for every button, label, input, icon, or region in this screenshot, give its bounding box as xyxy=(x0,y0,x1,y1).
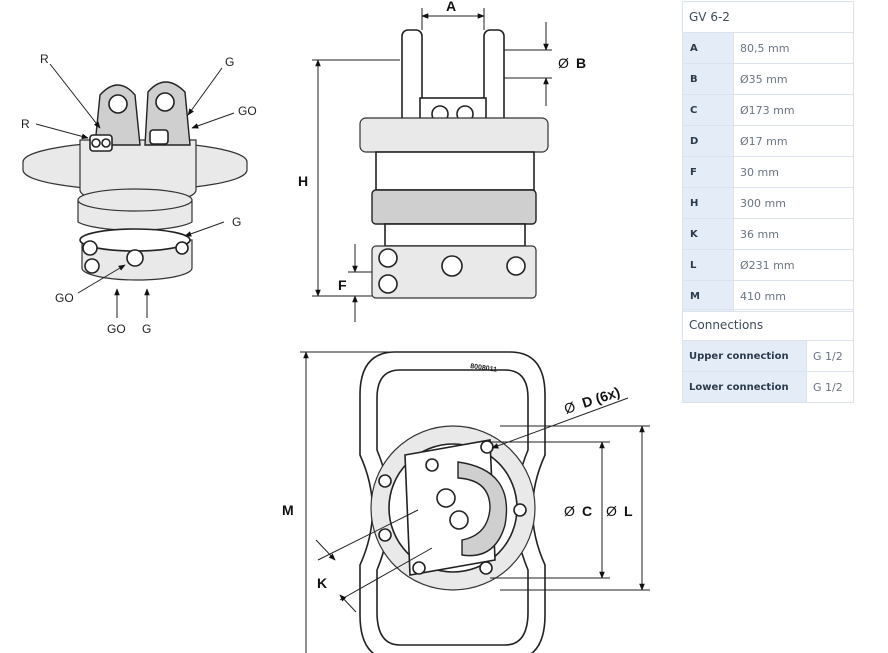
spec-key: D xyxy=(682,125,734,157)
spec-key: C xyxy=(682,94,734,126)
iso-label-r-left: R xyxy=(21,117,30,131)
connection-value: G 1/2 xyxy=(806,340,854,372)
iso-label-g-top: G xyxy=(225,55,234,69)
dim-c: C xyxy=(582,503,592,519)
iso-label-g-bottom: G xyxy=(142,322,151,336)
spec-key: L xyxy=(682,249,734,281)
dim-b: B xyxy=(576,55,586,71)
spec-value: 30 mm xyxy=(733,156,854,188)
dim-l-diameter: Ø xyxy=(606,503,617,519)
dim-l: L xyxy=(624,503,633,519)
technical-drawing: R R G GO G GO GO G A xyxy=(21,0,650,653)
spec-key: F xyxy=(682,156,734,188)
spec-key: K xyxy=(682,218,734,250)
connections-table-title: Connections xyxy=(682,309,854,341)
dim-c-diameter: Ø xyxy=(564,503,575,519)
spec-key: B xyxy=(682,63,734,95)
spec-value: Ø17 mm xyxy=(733,125,854,157)
connection-value: G 1/2 xyxy=(806,371,854,403)
iso-label-go-left: GO xyxy=(55,291,74,305)
part-number: 8008011 xyxy=(470,363,498,374)
plan-view: 8008011 M Ø C Ø L Ø D (6x) xyxy=(282,351,650,653)
dim-d-diameter: Ø xyxy=(562,398,577,417)
spec-key: M xyxy=(682,280,734,312)
spec-key: A xyxy=(682,32,734,64)
spec-value: Ø231 mm xyxy=(733,249,854,281)
dim-m: M xyxy=(282,502,294,518)
connection-key: Upper connection xyxy=(682,340,807,372)
dim-d: D (6x) xyxy=(580,384,622,411)
spec-value: Ø35 mm xyxy=(733,63,854,95)
side-view: A Ø B H F xyxy=(298,0,586,322)
spec-value: 80,5 mm xyxy=(733,32,854,64)
dim-k: K xyxy=(317,575,327,591)
iso-label-go-top: GO xyxy=(238,104,257,118)
spec-value: Ø173 mm xyxy=(733,94,854,126)
dim-f: F xyxy=(338,277,347,293)
dim-b-diameter: Ø xyxy=(558,55,569,71)
dim-a: A xyxy=(446,0,456,14)
spec-table-title: GV 6-2 xyxy=(682,1,854,33)
connection-key: Lower connection xyxy=(682,371,807,403)
iso-label-g-mid: G xyxy=(232,215,241,229)
iso-label-r-top: R xyxy=(40,52,49,66)
isometric-view: R R G GO G GO GO G xyxy=(21,52,257,336)
iso-label-go-bottom: GO xyxy=(107,322,126,336)
spec-value: 410 mm xyxy=(733,280,854,312)
spec-value: 36 mm xyxy=(733,218,854,250)
dim-h: H xyxy=(298,173,308,189)
spec-key: H xyxy=(682,187,734,219)
spec-value: 300 mm xyxy=(733,187,854,219)
